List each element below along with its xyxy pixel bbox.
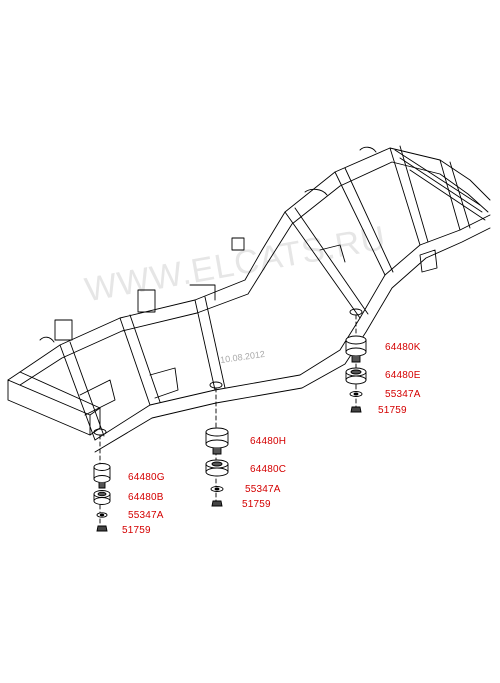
- label-51759-left[interactable]: 51759: [122, 525, 151, 536]
- cross-member-front: [59, 341, 105, 441]
- label-64480H[interactable]: 64480H: [250, 436, 287, 447]
- label-64480E[interactable]: 64480E: [385, 370, 421, 381]
- label-51759-mid[interactable]: 51759: [242, 499, 271, 510]
- label-55347A-left[interactable]: 55347A: [128, 510, 164, 521]
- right-frame-rail: [94, 214, 491, 441]
- label-64480B[interactable]: 64480B: [128, 492, 164, 503]
- label-55347A-right[interactable]: 55347A: [385, 389, 421, 400]
- nut-51759-right: [350, 406, 362, 413]
- left-frame-rail: [19, 147, 491, 373]
- nut-51759-left: [96, 525, 108, 532]
- cross-member-rear: [389, 145, 429, 246]
- label-64480C[interactable]: 64480C: [250, 464, 287, 475]
- cross-member-2: [194, 296, 226, 391]
- cross-member-3: [284, 207, 369, 319]
- label-64480K[interactable]: 64480K: [385, 342, 421, 353]
- label-64480G[interactable]: 64480G: [128, 472, 165, 483]
- nut-51759-mid: [211, 500, 223, 507]
- cross-member-4: [334, 167, 394, 276]
- label-51759-right[interactable]: 51759: [378, 405, 407, 416]
- cross-member-1: [119, 314, 161, 406]
- front-bumper: [7, 379, 91, 436]
- label-55347A-mid[interactable]: 55347A: [245, 484, 281, 495]
